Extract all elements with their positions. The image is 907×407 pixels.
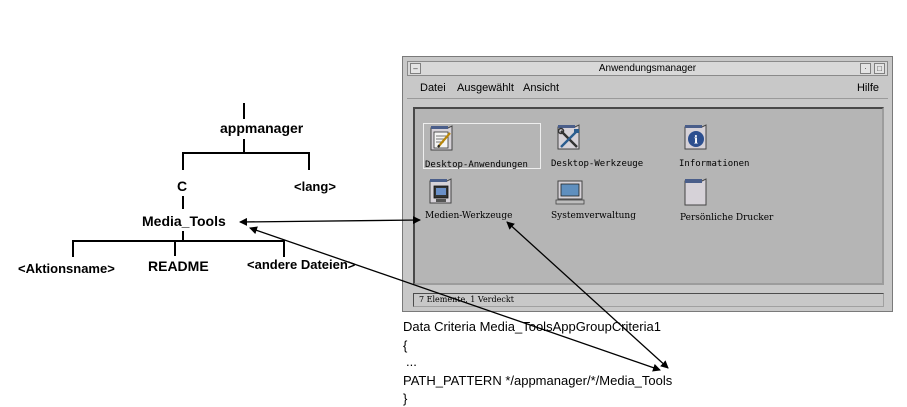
tree-vline-aktion (72, 240, 74, 257)
tree-vline-lang (308, 152, 310, 170)
app-group-label: Informationen (679, 159, 750, 169)
tree-node-aktionsname: <Aktionsname> (18, 261, 115, 276)
tree-vline-c (182, 152, 184, 170)
tree-root-stem (243, 103, 245, 119)
app-group-desktop-werkzeuge[interactable]: Desktop-Werkzeuge (551, 123, 661, 169)
app-group-label: Persönliche Drucker (680, 213, 774, 223)
tree-node-appmanager: appmanager (220, 120, 304, 136)
tree-vline-readme (174, 240, 176, 256)
app-group-informationen[interactable]: i Informationen (678, 123, 768, 169)
tree-node-lang: <lang> (294, 179, 336, 194)
tree-node-media-tools: Media_Tools (142, 213, 226, 229)
code-line-4: PATH_PATTERN */appmanager/*/Media_Tools (403, 373, 673, 388)
window-menu-button[interactable]: – (410, 63, 421, 74)
app-group-persoenliche-drucker[interactable]: Persönliche Drucker (678, 177, 778, 223)
menu-ausgewaehlt[interactable]: Ausgewählt (457, 82, 514, 94)
tree-hline-level1 (182, 152, 310, 154)
menu-hilfe-label: Hilfe (856, 82, 879, 94)
media-tools-icon (429, 178, 452, 204)
app-group-medien-werkzeuge[interactable]: Medien-Werkzeuge (423, 177, 523, 223)
arrow-tree-to-window (239, 216, 421, 226)
app-group-label: Medien-Werkzeuge (425, 211, 513, 221)
status-bar: 7 Elemente, 1 Verdeckt (413, 293, 884, 307)
app-group-desktop-anwendungen[interactable]: Desktop-Anwendungen (423, 123, 541, 170)
menu-datei[interactable]: Datei (420, 82, 446, 94)
app-group-area: Desktop-Anwendungen Desktop-Werkzeuge i … (413, 107, 884, 285)
status-text: 7 Elemente, 1 Verdeckt (419, 295, 514, 304)
monitor-icon (555, 180, 585, 205)
menu-ansicht-label: Ansicht (523, 82, 560, 94)
app-group-systemverwaltung[interactable]: Systemverwaltung (551, 177, 661, 223)
menu-hilfe[interactable]: Hilfe (857, 82, 879, 94)
window-title: Anwendungsmanager (598, 63, 697, 74)
folder-icon (684, 178, 707, 206)
tree-vline-andere (283, 240, 285, 257)
tree-node-readme: README (148, 258, 209, 274)
menu-datei-label: Datei (420, 82, 446, 94)
tree-node-c: C (177, 178, 188, 194)
tree-node-andere-dateien: <andere Dateien> (247, 257, 356, 272)
app-group-label: Desktop-Werkzeuge (551, 159, 644, 169)
window-titlebar[interactable]: – Anwendungsmanager · □ (407, 61, 888, 76)
menu-bar: Datei Ausgewählt Ansicht Hilfe (407, 78, 888, 99)
tools-icon (557, 124, 580, 150)
code-line-5: } (403, 391, 408, 406)
info-icon: i (684, 124, 707, 150)
maximize-button[interactable]: □ (874, 63, 885, 74)
tree-vline-c-media (182, 196, 184, 209)
tree-hline-level3 (72, 240, 285, 242)
code-line-2: { (403, 338, 408, 353)
svg-text:i: i (694, 134, 698, 147)
app-manager-window: – Anwendungsmanager · □ Datei Ausgewählt… (402, 56, 893, 312)
code-line-1: Data Criteria Media_ToolsAppGroupCriteri… (403, 319, 661, 334)
notepad-pencil-icon (430, 125, 453, 151)
tree-branch-appmanager (243, 139, 245, 153)
code-line-3: ... (406, 354, 417, 369)
menu-ansicht[interactable]: Ansicht (523, 82, 559, 94)
app-group-label: Systemverwaltung (551, 211, 636, 221)
tree-vline-media (182, 231, 184, 241)
app-group-label: Desktop-Anwendungen (425, 160, 528, 170)
menu-ausgewaehlt-label: Ausgewählt (457, 82, 514, 94)
minimize-button[interactable]: · (860, 63, 871, 74)
